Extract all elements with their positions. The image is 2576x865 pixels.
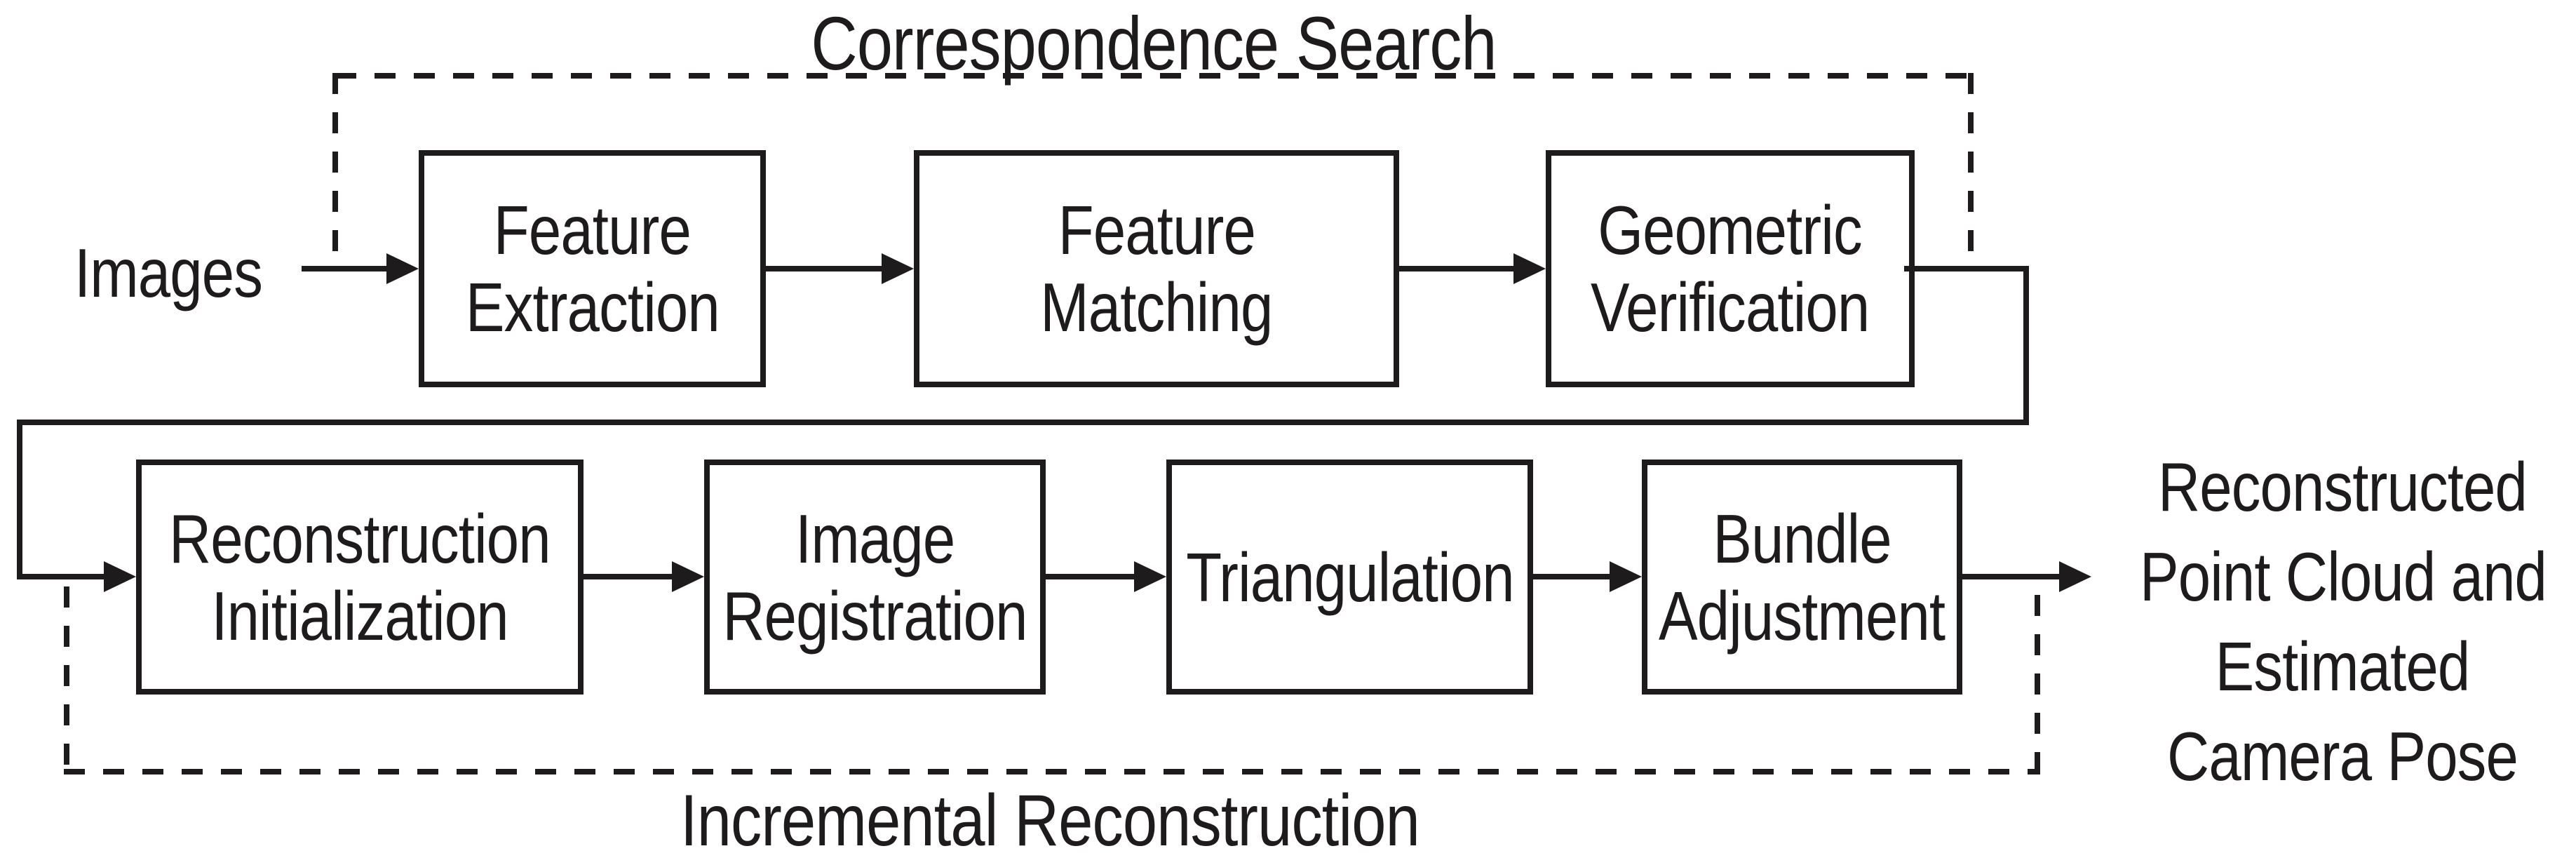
- box-bundle-adjustment: Bundle Adjustment: [1642, 460, 1962, 695]
- box-label-line: Extraction: [465, 269, 720, 346]
- box-label-line: Registration: [722, 577, 1027, 655]
- arrow-shaft: [1399, 266, 1517, 271]
- connector-segment-left-vertical: [17, 420, 22, 579]
- connector-segment-right-vertical: [2023, 266, 2029, 425]
- connector-segment-right-horizontal: [1904, 266, 2029, 271]
- correspondence-group-dashed-border-left: [332, 73, 338, 266]
- group-title-text: Correspondence Search: [811, 1, 1497, 86]
- box-label-line: Geometric: [1598, 192, 1863, 269]
- incremental-group-dashed-border-left: [64, 586, 69, 772]
- box-label-line: Feature: [1058, 192, 1255, 269]
- output-label-line: Estimated: [2215, 628, 2471, 705]
- box-label-line: Bundle: [1713, 499, 1891, 577]
- correspondence-search-group-title: Correspondence Search: [733, 4, 1574, 83]
- box-label-line: Triangulation: [1185, 538, 1514, 616]
- arrow-head: [1610, 561, 1642, 592]
- correspondence-group-dashed-border-top: [335, 73, 1972, 79]
- incremental-reconstruction-group-title: Incremental Reconstruction: [617, 782, 1459, 860]
- box-feature-extraction: Feature Extraction: [419, 150, 766, 387]
- output-label-line: Reconstructed: [2157, 448, 2528, 525]
- box-reconstruction-initialization: Reconstruction Initialization: [136, 460, 584, 695]
- images-input-label: Images: [35, 234, 302, 311]
- group-title-text: Incremental Reconstruction: [680, 780, 1420, 861]
- incremental-group-dashed-border-bottom: [64, 769, 2040, 775]
- arrow-shaft: [302, 266, 390, 271]
- output-label-line: Camera Pose: [2167, 718, 2518, 795]
- arrow-head: [386, 253, 419, 284]
- box-label-line: Feature: [493, 192, 692, 269]
- arrow-shaft: [1046, 574, 1137, 579]
- arrow-head: [1134, 561, 1166, 592]
- arrow-head: [2059, 561, 2091, 592]
- arrow-head: [882, 253, 914, 284]
- box-label-line: Adjustment: [1659, 577, 1946, 655]
- arrow-head: [104, 561, 136, 592]
- output-label: Reconstructed Point Cloud and Estimated …: [2104, 442, 2576, 801]
- box-label-line: Reconstruction: [169, 499, 551, 577]
- arrow-head: [1513, 253, 1546, 284]
- box-label-line: Verification: [1591, 269, 1870, 346]
- arrow-shaft: [1533, 574, 1612, 579]
- correspondence-group-dashed-border-right: [1968, 73, 1974, 266]
- box-label-line: Matching: [1040, 269, 1273, 346]
- connector-segment-main-horizontal: [17, 420, 2029, 425]
- box-triangulation: Triangulation: [1166, 460, 1533, 695]
- arrow-shaft: [1962, 574, 2062, 579]
- box-label-line: Initialization: [211, 577, 508, 655]
- arrow-shaft: [584, 574, 675, 579]
- incremental-group-dashed-border-right: [2035, 595, 2040, 775]
- arrow-shaft: [17, 574, 107, 579]
- arrow-head: [672, 561, 704, 592]
- box-image-registration: Image Registration: [704, 460, 1046, 695]
- box-feature-matching: Feature Matching: [914, 150, 1399, 387]
- arrow-shaft: [766, 266, 885, 271]
- box-geometric-verification: Geometric Verification: [1546, 150, 1915, 387]
- output-label-line: Point Cloud and: [2140, 538, 2547, 615]
- images-input-text: Images: [74, 234, 263, 311]
- box-label-line: Image: [795, 499, 955, 577]
